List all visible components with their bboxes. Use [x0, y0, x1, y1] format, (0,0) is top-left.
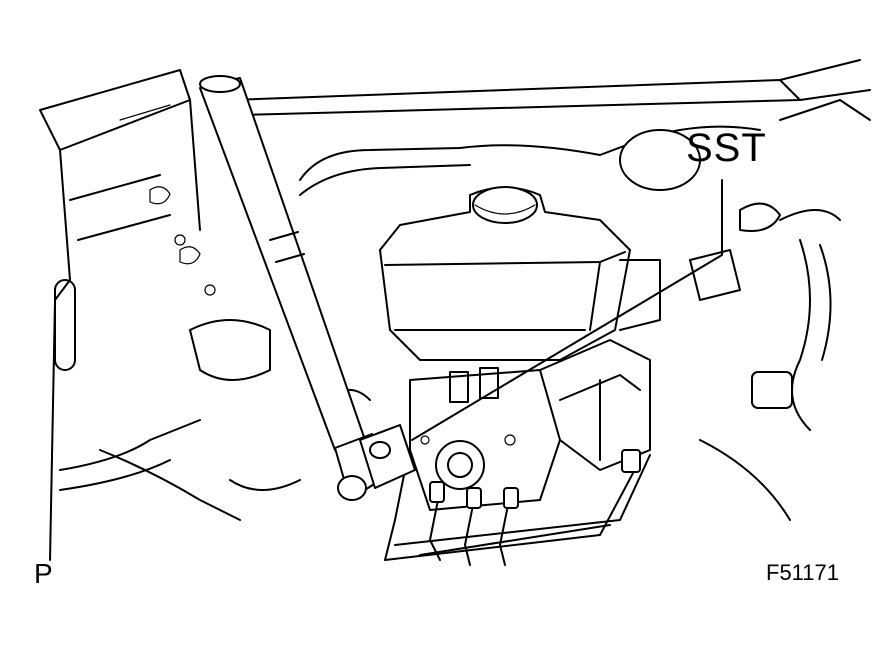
- wrench-sst-icon: [199, 75, 416, 501]
- hood-outline-icon: [39, 59, 871, 561]
- sst-leader-line: [411, 179, 723, 441]
- corner-tag: P: [34, 558, 53, 589]
- brake-lines-icon: [384, 449, 651, 566]
- figure-id: F51171: [766, 560, 839, 585]
- brake-fluid-reservoir-icon: [379, 186, 631, 361]
- sst-callout-label: SST: [686, 126, 767, 170]
- wire-harness-icon: [59, 125, 841, 521]
- abs-actuator-icon: [409, 259, 661, 511]
